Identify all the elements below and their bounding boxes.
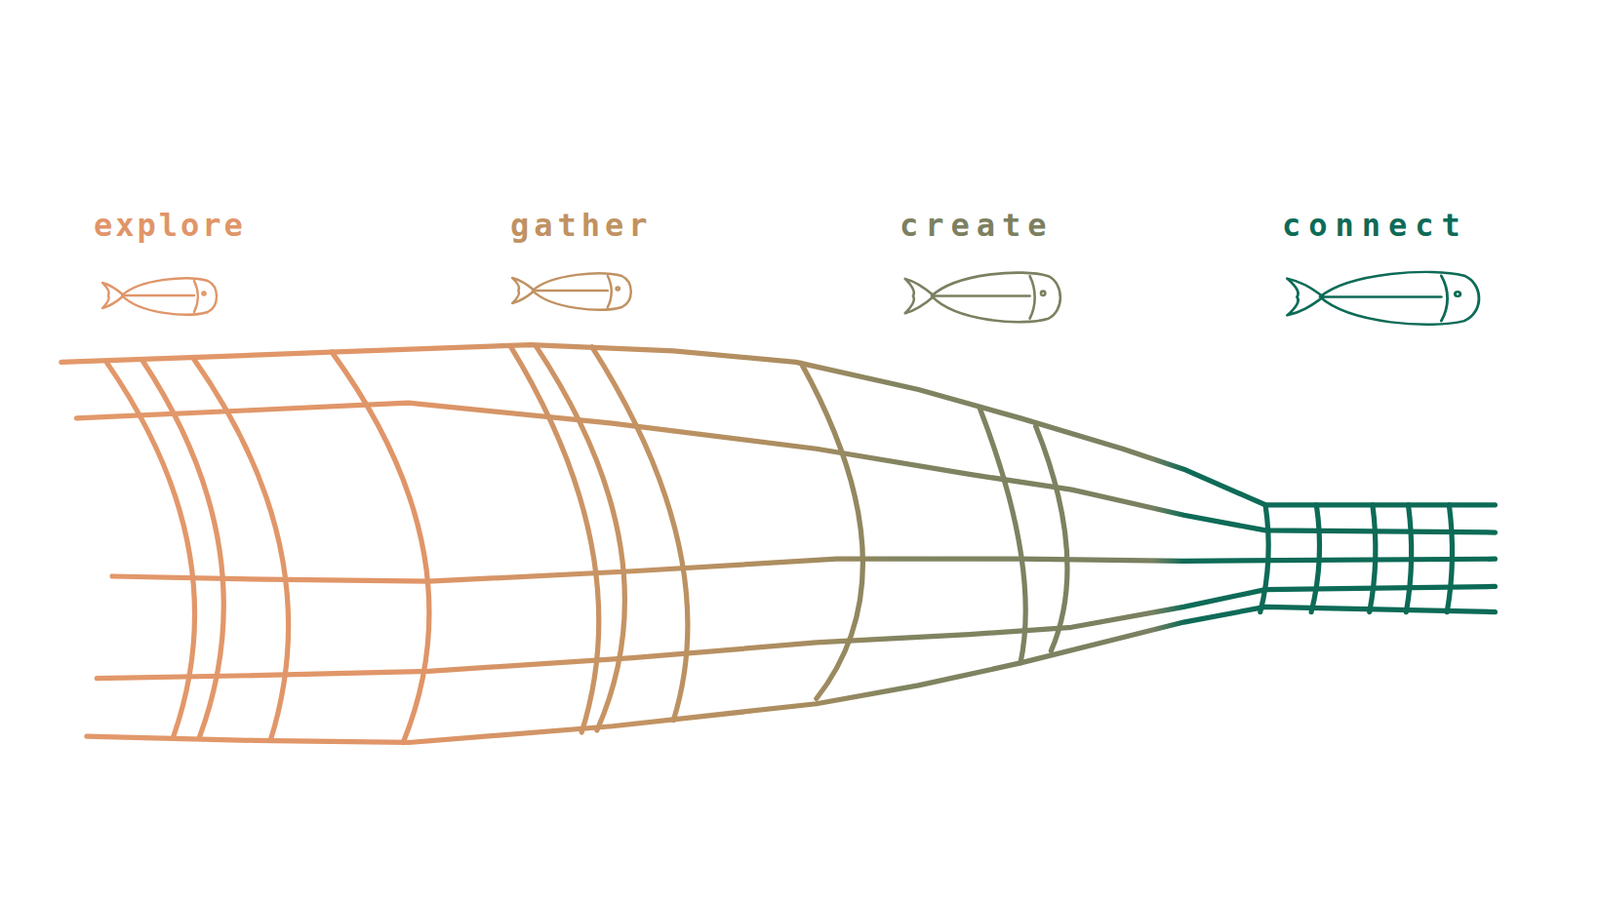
- fish-icons: [102, 272, 1480, 325]
- stage-label: connect: [1281, 208, 1469, 243]
- fish-icon: [512, 273, 632, 310]
- fish-icon: [905, 273, 1061, 323]
- fish-icon: [102, 278, 217, 315]
- stage-label: create: [899, 208, 1054, 243]
- stage-label: explore: [93, 208, 246, 243]
- stage-label: gather: [510, 208, 653, 243]
- fish-icon: [1286, 272, 1480, 325]
- fishing-net: [61, 345, 1496, 744]
